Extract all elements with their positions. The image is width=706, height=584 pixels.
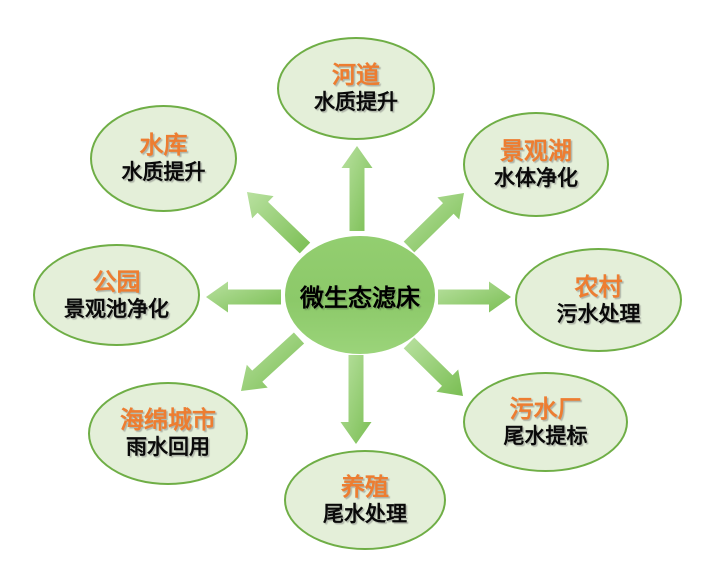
node-reservoir-title: 水库 [139,131,188,160]
node-sewage-plant-subtitle: 尾水提标 [503,423,588,448]
node-aquaculture-subtitle: 尾水处理 [323,501,407,526]
node-landscape-lake: 景观湖 水体净化 [463,112,609,217]
node-reservoir-subtitle: 水质提升 [121,160,206,185]
node-sponge-city: 海绵城市 雨水回用 [88,382,248,485]
node-center-micro-ecological-filter-bed: 微生态滤床 [285,236,435,354]
arrow-down [340,355,372,444]
node-rural: 农村 污水处理 [515,248,682,352]
node-sewage-plant-title: 污水厂 [509,394,582,423]
node-rural-subtitle: 污水处理 [556,301,641,326]
node-rural-title: 农村 [574,272,623,301]
arrow-right [438,281,511,313]
node-landscape-lake-subtitle: 水体净化 [494,166,578,191]
node-sponge-city-subtitle: 雨水回用 [126,435,210,460]
node-park: 公园 景观池净化 [33,244,200,346]
center-label: 微生态滤床 [300,283,420,312]
arrow-left [206,281,281,313]
node-park-subtitle: 景观池净化 [64,296,169,321]
node-park-title: 公园 [92,267,141,296]
arrow-down-left [241,332,305,391]
node-river: 河道 水质提升 [277,37,435,140]
arrow-up [341,146,373,231]
arrow-down-right [403,337,463,396]
node-sewage-plant: 污水厂 尾水提标 [463,372,628,472]
arrow-up-right [403,193,464,253]
node-sponge-city-title: 海绵城市 [120,406,216,435]
node-landscape-lake-title: 景观湖 [500,137,572,166]
node-river-subtitle: 水质提升 [314,90,398,115]
node-aquaculture-title: 养殖 [341,472,389,501]
node-river-title: 河道 [332,61,380,90]
node-reservoir: 水库 水质提升 [90,105,237,212]
arrow-up-left [247,192,311,254]
node-aquaculture: 养殖 尾水处理 [284,450,446,550]
